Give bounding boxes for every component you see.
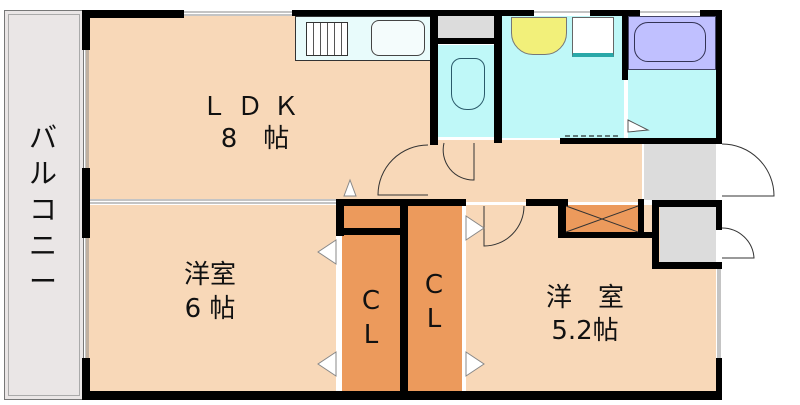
wall <box>652 200 659 268</box>
closet-2-label-c: C <box>424 270 444 300</box>
balcony <box>4 10 84 400</box>
wall <box>560 138 722 144</box>
closet-1-label-l: L <box>363 320 379 350</box>
wall <box>336 228 402 235</box>
wall <box>82 168 90 238</box>
balcony-char: コ <box>28 193 57 226</box>
toilet-shelf <box>438 16 498 40</box>
wall <box>430 10 438 145</box>
wall <box>558 232 658 238</box>
closet-2-label-l: L <box>426 304 442 334</box>
wall <box>434 38 500 44</box>
bathtub-inner <box>634 22 706 62</box>
wall <box>716 10 722 144</box>
wall <box>82 10 90 50</box>
closet-1-label-c: C <box>361 286 381 316</box>
balcony-char: ル <box>28 157 57 190</box>
western-room-6 <box>86 205 336 395</box>
balcony-char: ー <box>28 265 57 298</box>
entrance <box>644 142 716 200</box>
western-room-5-2-name: 洋 室 <box>545 283 624 313</box>
balcony-char: ニ <box>28 229 57 262</box>
washing-machine-icon <box>572 17 614 57</box>
stove-icon <box>306 22 348 56</box>
toilet-icon <box>451 58 485 110</box>
closet-2 <box>406 205 462 392</box>
wall <box>716 358 722 398</box>
ldk-size: 8 帖 <box>220 124 290 154</box>
wall <box>336 199 344 236</box>
vanity-icon <box>511 17 567 55</box>
wall <box>400 199 408 394</box>
wall <box>430 10 534 16</box>
western-room-5-2-size: 5.2帖 <box>551 316 619 346</box>
wall <box>558 199 566 237</box>
sink-icon <box>371 20 425 56</box>
wall <box>590 10 640 16</box>
wall <box>526 199 568 206</box>
wall <box>700 10 722 16</box>
closet-1 <box>342 232 400 392</box>
western-room-6-size: 6 帖 <box>184 294 236 324</box>
western-room-6-name: 洋室 <box>183 260 236 290</box>
wall <box>652 200 722 207</box>
wall <box>82 10 184 18</box>
wall <box>494 10 502 143</box>
hallway <box>430 140 642 202</box>
wall <box>638 199 644 237</box>
wall <box>716 200 722 230</box>
shoe-storage <box>660 206 716 262</box>
balcony-label: バ ル コ ニ ー <box>18 120 68 300</box>
balcony-char: バ <box>28 121 57 154</box>
ldk-name: ＬＤＫ <box>200 92 309 122</box>
wall <box>82 391 722 400</box>
wall <box>82 358 90 400</box>
closet-1-top <box>342 205 400 229</box>
wall <box>652 262 722 269</box>
wall <box>622 10 628 80</box>
wall <box>292 10 432 16</box>
